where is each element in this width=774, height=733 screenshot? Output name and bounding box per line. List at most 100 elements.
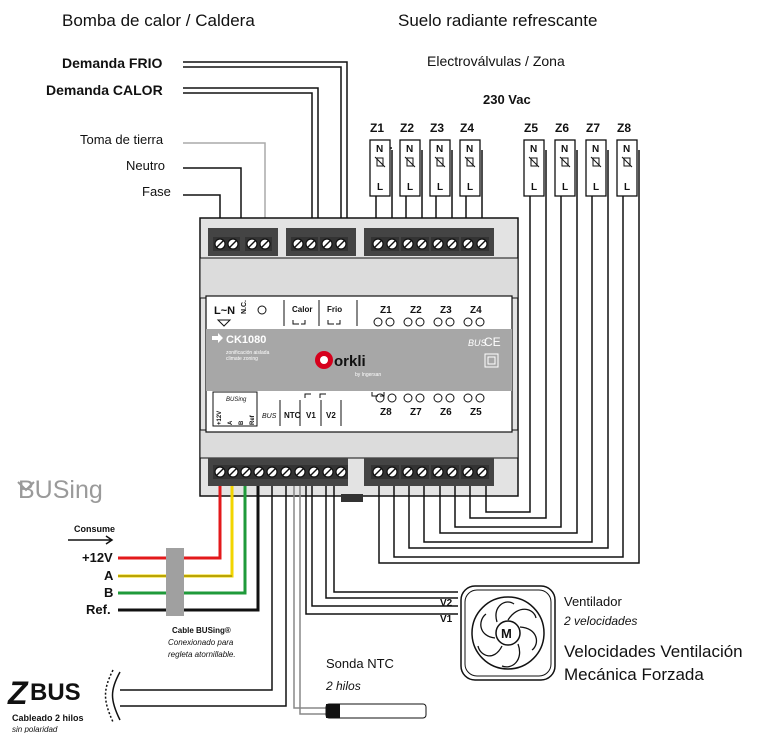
wire-b-label: B: [104, 585, 113, 600]
busing-logo-icon: [17, 481, 35, 492]
svg-text:L: L: [437, 182, 443, 193]
svg-text:L: L: [562, 182, 568, 193]
zbus-wires: [104, 486, 287, 723]
ntc-title: Sonda NTC: [326, 656, 394, 671]
demanda-wires: [183, 61, 348, 240]
svg-text:BUS: BUS: [468, 338, 487, 348]
valve-z6: Z6N L: [554, 121, 576, 197]
svg-text:N: N: [530, 144, 537, 155]
ntc-probe: [325, 703, 427, 719]
svg-text:by Ingersan: by Ingersan: [355, 372, 381, 378]
label-demanda-frio: Demanda FRIO: [62, 55, 162, 71]
fan-icon: M: [460, 585, 556, 681]
svg-text:N: N: [436, 144, 443, 155]
svg-text:N: N: [406, 144, 413, 155]
svg-text:Z5: Z5: [524, 121, 538, 135]
svg-text:Ref: Ref: [250, 414, 256, 425]
svg-text:Z5: Z5: [470, 407, 482, 418]
valve-z5: Z5N L: [523, 121, 545, 197]
svg-text:CE: CE: [484, 335, 501, 349]
brand-name: orkli: [334, 353, 366, 370]
svg-text:A: A: [228, 420, 234, 425]
label-neutro: Neutro: [126, 158, 165, 173]
consume-label: Consume: [74, 524, 115, 534]
ntc-wires: [293, 486, 326, 715]
power-label: L~N: [214, 305, 235, 317]
nc-label: N.C.: [241, 300, 248, 314]
cable-title: Cable BUSing®: [172, 626, 231, 635]
fan-big-title-1: Velocidades Ventilación: [564, 642, 743, 661]
zbus-logo: BUS: [30, 679, 81, 706]
valves-title: Electroválvulas / Zona: [427, 53, 565, 69]
svg-text:Z3: Z3: [430, 121, 444, 135]
fan-v1-label: V1: [440, 614, 453, 625]
zbus-sub: sin polaridad: [12, 725, 58, 733]
svg-text:regleta atornillable.: regleta atornillable.: [168, 650, 236, 659]
svg-text:zonificación aislada: zonificación aislada: [226, 350, 270, 356]
ntc-sub: 2 hilos: [325, 679, 361, 693]
fan-v2-label: V2: [440, 598, 453, 609]
svg-text:Z1: Z1: [370, 121, 384, 135]
svg-text:B: B: [239, 420, 245, 425]
valve-z4: Z4N L: [459, 121, 481, 197]
valves-voltage: 230 Vac: [483, 92, 531, 107]
svg-text:V2: V2: [326, 411, 336, 420]
wire-a-label: A: [104, 568, 114, 583]
svg-text:NTC: NTC: [284, 411, 301, 420]
valve-z7: Z7N L: [585, 121, 607, 197]
svg-text:Z8: Z8: [380, 407, 392, 418]
fan-sub: 2 velocidades: [563, 614, 637, 628]
svg-text:N: N: [592, 144, 599, 155]
svg-text:Z7: Z7: [410, 407, 422, 418]
svg-text:L: L: [407, 182, 413, 193]
frio-label: Frio: [327, 305, 342, 314]
valve-z8: Z8N L: [616, 121, 638, 197]
controller: L~N N.C. Calor Frio Z1 Z2 Z3 Z4 CK1080 z…: [199, 217, 519, 502]
wire-ref-label: Ref.: [86, 602, 111, 617]
svg-text:N: N: [623, 144, 630, 155]
heading-right: Suelo radiante refrescante: [398, 11, 597, 30]
fan-wires: [305, 486, 458, 615]
consume-arrow: [68, 535, 114, 545]
fan-big-title-2: Mecánica Forzada: [564, 665, 704, 684]
svg-text:Z3: Z3: [440, 305, 452, 316]
fan-title: Ventilador: [564, 594, 622, 609]
svg-text:Z2: Z2: [410, 305, 422, 316]
svg-text:L: L: [467, 182, 473, 193]
wire-12v-label: +12V: [82, 550, 113, 565]
label-demanda-calor: Demanda CALOR: [46, 82, 163, 98]
svg-text:Z6: Z6: [440, 407, 452, 418]
model-label: CK1080: [226, 334, 266, 346]
svg-text:N: N: [466, 144, 473, 155]
controller-grey-band: [206, 329, 512, 391]
svg-text:L: L: [377, 182, 383, 193]
motor-label: M: [501, 626, 512, 641]
svg-text:Z4: Z4: [470, 305, 482, 316]
svg-text:BUSing: BUSing: [226, 397, 247, 403]
svg-text:L: L: [624, 182, 630, 193]
heading-left: Bomba de calor / Caldera: [62, 11, 255, 30]
svg-text:Z8: Z8: [617, 121, 631, 135]
svg-text:BUS: BUS: [262, 413, 277, 420]
busing-wires: [118, 486, 260, 612]
label-tierra: Toma de tierra: [80, 132, 164, 147]
svg-text:Z6: Z6: [555, 121, 569, 135]
svg-text:Conexionado para: Conexionado para: [168, 638, 234, 647]
busing-logo: BUSing: [18, 476, 103, 504]
calor-label: Calor: [292, 305, 312, 314]
svg-text:V1: V1: [306, 411, 316, 420]
svg-text:Z1: Z1: [380, 305, 392, 316]
valve-z3: Z3N L: [429, 121, 451, 197]
svg-text:L: L: [531, 182, 537, 193]
zbus-title: Cableado 2 hilos: [12, 713, 84, 723]
svg-text:L: L: [593, 182, 599, 193]
svg-text:Z4: Z4: [460, 121, 474, 135]
svg-text:N: N: [561, 144, 568, 155]
zbus-logo-z: Z: [7, 675, 29, 711]
valve-wires-bottom: [378, 150, 640, 564]
svg-text:Z7: Z7: [586, 121, 600, 135]
